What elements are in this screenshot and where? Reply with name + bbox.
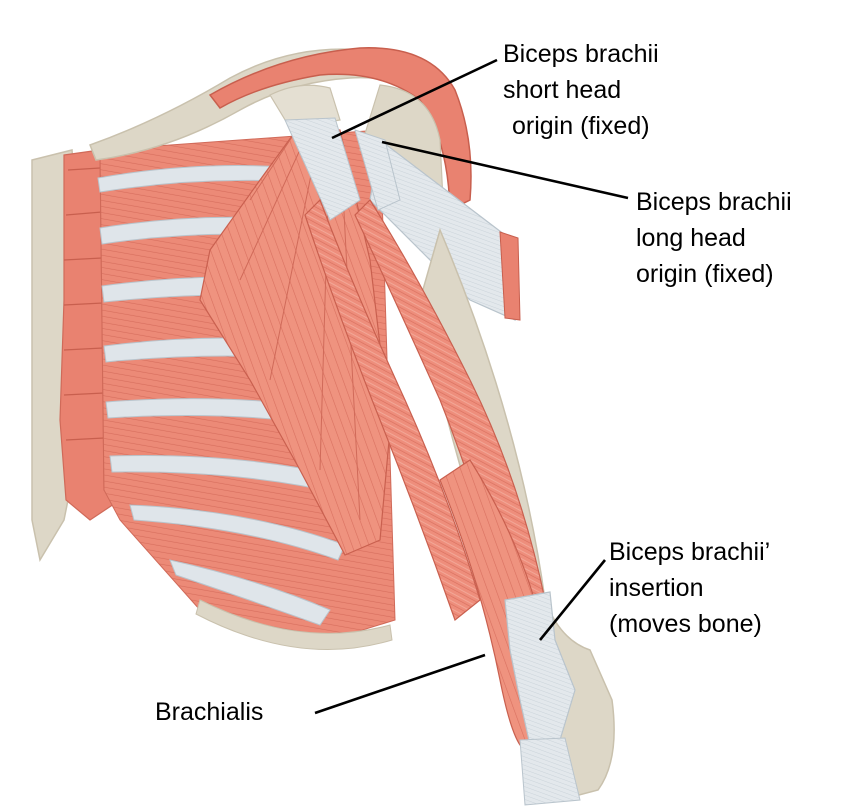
leader-line-short-head	[331, 58, 498, 140]
label-line: origin (fixed)	[512, 112, 650, 140]
deltoid-cap	[208, 47, 472, 212]
label-biceps-long-head-origin: Biceps brachii long head origin (fixed)	[636, 184, 792, 292]
label-line: long head	[636, 224, 746, 252]
label-line: Brachialis	[155, 698, 264, 726]
biceps-short-head	[304, 198, 481, 621]
label-biceps-short-head-origin: Biceps brachii short head origin (fixed)	[503, 36, 659, 144]
label-line: Biceps brachii	[636, 188, 792, 216]
lower-rib-margin	[195, 599, 393, 651]
label-line: origin (fixed)	[636, 260, 774, 288]
leader-line-brachialis	[314, 653, 486, 715]
label-line: Biceps brachii	[503, 40, 659, 68]
label-line: short head	[503, 76, 622, 104]
leader-line-long-head	[381, 140, 629, 200]
leader-line-insertion	[538, 559, 607, 641]
leader-lines	[314, 58, 629, 715]
label-biceps-insertion: Biceps brachii’ insertion (moves bone)	[609, 534, 770, 642]
label-brachialis: Brachialis	[155, 694, 263, 730]
biceps-insertion-tendon	[504, 591, 581, 806]
pectoralis-minor	[199, 124, 391, 556]
label-line: Biceps brachii’	[609, 538, 771, 566]
label-line: (moves bone)	[609, 610, 762, 638]
biceps-origin-tendons	[284, 117, 401, 221]
subscapularis-tendon	[369, 138, 521, 321]
label-line: insertion	[609, 574, 704, 602]
